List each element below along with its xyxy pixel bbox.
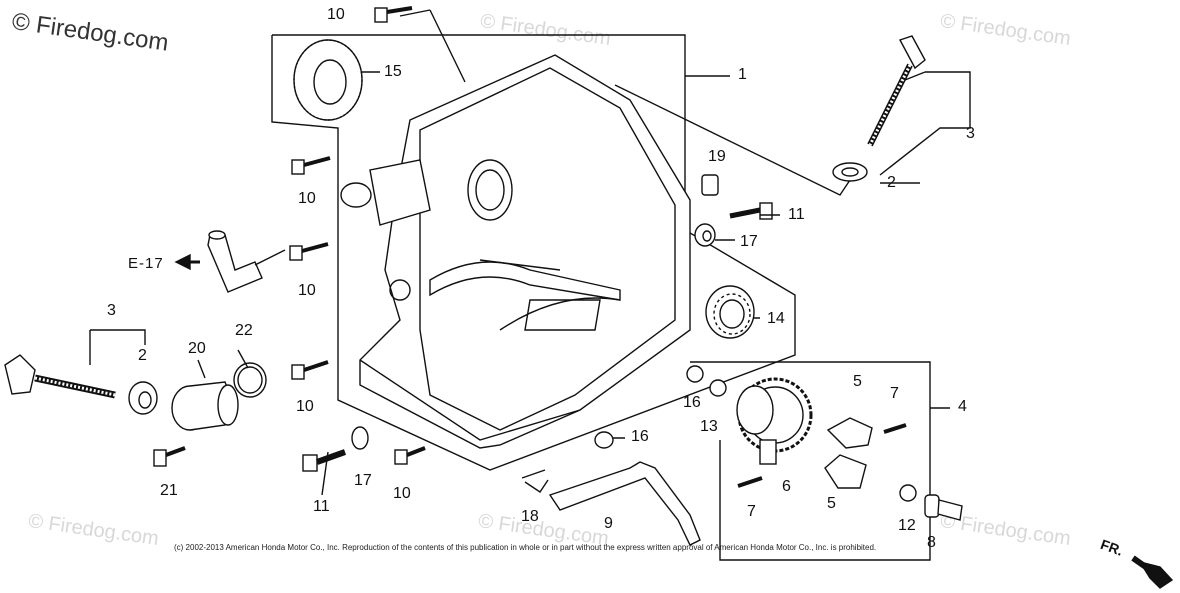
callout-4: 4: [958, 398, 967, 415]
pin-7-upper: [883, 423, 907, 434]
callout-2: 2: [138, 347, 147, 364]
callout-16: 16: [683, 394, 701, 411]
callout-5: 5: [827, 495, 836, 512]
bearing-14: [705, 285, 755, 339]
bolt-8: [924, 494, 963, 521]
callout-9: 9: [604, 515, 613, 532]
callout-7: 7: [747, 503, 756, 520]
pin-7-lower: [737, 476, 763, 488]
reference-arrow: [174, 253, 191, 271]
callout-22: 22: [235, 322, 253, 339]
callout-11: 11: [788, 206, 805, 223]
callout-12: 12: [898, 517, 916, 534]
group-outline-4: [690, 361, 931, 561]
seal-16-low: [594, 431, 614, 449]
oil-pump-gear-6: [736, 377, 813, 465]
callout-8: 8: [927, 534, 936, 551]
callout-1: 1: [738, 66, 747, 83]
callout-13: 13: [700, 418, 718, 435]
washer-13: [709, 379, 727, 397]
rotor-5-lower: [824, 454, 867, 489]
dipstick-3-right: [867, 35, 926, 147]
callout-15: 15: [384, 63, 402, 80]
oil-seal-15: [293, 39, 363, 121]
callout-5: 5: [853, 373, 862, 390]
crankcase-cover-1: [340, 54, 691, 449]
filler-neck-20: [171, 381, 239, 431]
callout-2: 2: [887, 174, 896, 191]
bolt-10-mid2: [289, 242, 329, 261]
bolt-10-top: [374, 6, 413, 23]
rotor-5-upper: [826, 417, 873, 449]
callout-10: 10: [298, 282, 316, 299]
breather-tube: [207, 230, 286, 293]
reference-label: E-17: [128, 255, 164, 272]
copyright-notice: (c) 2002-2013 American Honda Motor Co., …: [174, 543, 877, 552]
clip-18: [521, 469, 549, 493]
washer-17-right: [694, 223, 716, 247]
bolt-11-low: [302, 449, 347, 472]
bolt-11-right: [729, 202, 773, 220]
washer-12: [899, 484, 917, 502]
dipstick-3-left: [4, 354, 116, 399]
callout-20: 20: [188, 340, 206, 357]
washer-17-low: [351, 426, 369, 450]
washer-2-left: [128, 381, 158, 415]
dowel-pin-19: [701, 174, 719, 196]
bolt-10-mid1: [291, 156, 331, 175]
callout-3: 3: [107, 302, 116, 319]
group-outline-1: [271, 34, 796, 471]
callout-10: 10: [296, 398, 314, 415]
callout-11: 11: [313, 498, 330, 515]
callout-10: 10: [393, 485, 411, 502]
callout-7: 7: [890, 385, 899, 402]
callout-10: 10: [327, 6, 345, 23]
callout-16: 16: [631, 428, 649, 445]
callout-3: 3: [966, 125, 975, 142]
washer-2-right: [832, 162, 868, 182]
callout-17: 17: [354, 472, 372, 489]
bolt-10-low: [291, 360, 329, 380]
dipper-9: [548, 461, 701, 546]
callout-6: 6: [782, 478, 791, 495]
callout-18: 18: [521, 508, 539, 525]
o-ring-22: [233, 362, 267, 398]
callout-14: 14: [767, 310, 785, 327]
bolt-10-bottom: [394, 446, 426, 465]
callout-17: 17: [740, 233, 758, 250]
callout-21: 21: [160, 482, 178, 499]
seal-16-right: [686, 365, 704, 383]
callout-10: 10: [298, 190, 316, 207]
bolt-21: [153, 446, 186, 467]
callout-19: 19: [708, 148, 726, 165]
